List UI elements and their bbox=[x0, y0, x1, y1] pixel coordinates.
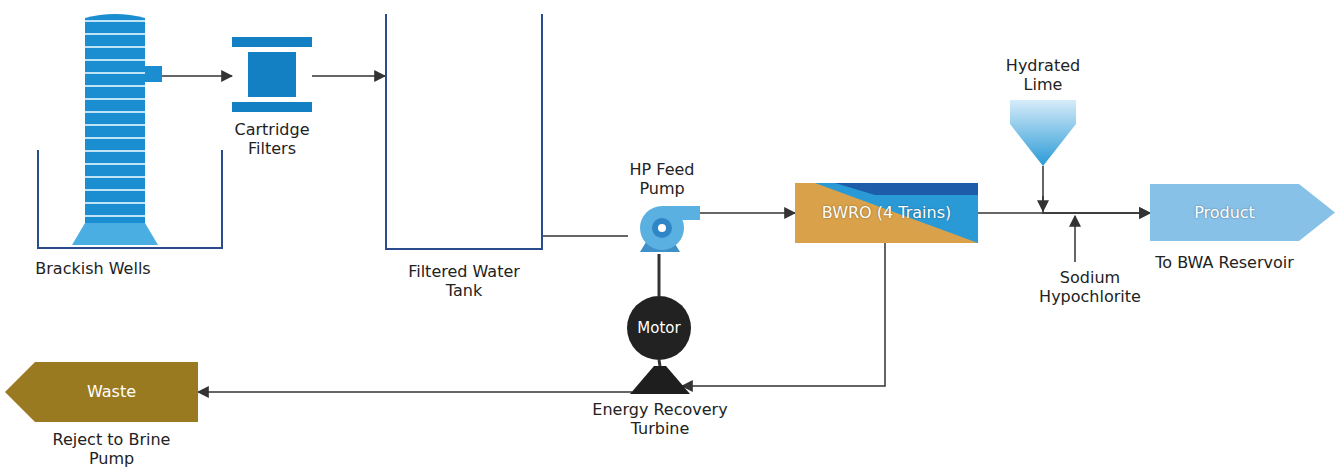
node-text: BWRO (4 Trains) bbox=[822, 203, 952, 222]
motor-circle: Motor bbox=[627, 296, 691, 360]
node-caption: Filtered Water Tank bbox=[394, 262, 534, 300]
feed-pump-outline bbox=[628, 206, 700, 254]
flow-line bbox=[700, 212, 795, 214]
lime-hopper-outline bbox=[1010, 100, 1076, 166]
node-caption: Energy Recovery Turbine bbox=[580, 400, 740, 438]
node-text: Product bbox=[1194, 203, 1255, 222]
flow-line bbox=[543, 235, 628, 237]
node-text: Waste bbox=[87, 382, 136, 401]
flow-line bbox=[312, 75, 385, 77]
node-caption: Brackish Wells bbox=[8, 259, 178, 278]
energy-recovery-turbine: Energy Recovery Turbine bbox=[630, 366, 690, 394]
chemical-label: Sodium Hypochlorite bbox=[1020, 268, 1160, 306]
node-caption: Cartridge Filters bbox=[212, 120, 332, 158]
well-column-outline bbox=[80, 10, 162, 245]
waste-arrow: WasteReject to Brine Pump bbox=[5, 362, 198, 422]
flow-line bbox=[682, 243, 885, 386]
node-caption: Reject to Brine Pump bbox=[37, 430, 187, 468]
dosing-arrow bbox=[1074, 216, 1076, 262]
cartridge-filter: Cartridge Filters bbox=[232, 37, 312, 112]
ro-trains: BWRO (4 Trains) bbox=[795, 183, 978, 243]
flow-line bbox=[198, 391, 632, 393]
well-column: Brackish Wells bbox=[80, 10, 162, 245]
node-caption: Hydrated Lime bbox=[988, 56, 1098, 94]
energy-recovery-turbine-outline bbox=[630, 366, 690, 394]
cartridge-filter-outline bbox=[232, 37, 312, 112]
filtered-water-tank: Filtered Water Tank bbox=[385, 14, 543, 250]
node-caption: To BWA Reservoir bbox=[1130, 253, 1320, 272]
node-text: Motor bbox=[637, 319, 680, 337]
feed-pump: HP Feed Pump bbox=[628, 206, 700, 254]
flow-line bbox=[659, 360, 660, 366]
lime-hopper: Hydrated Lime bbox=[1010, 100, 1076, 166]
product-arrow: ProductTo BWA Reservoir bbox=[1150, 184, 1335, 241]
flow-line bbox=[1043, 166, 1150, 213]
filtered-water-tank-outline bbox=[385, 14, 543, 250]
flow-line bbox=[658, 254, 661, 296]
flow-line bbox=[162, 75, 232, 77]
node-caption: HP Feed Pump bbox=[607, 160, 717, 198]
